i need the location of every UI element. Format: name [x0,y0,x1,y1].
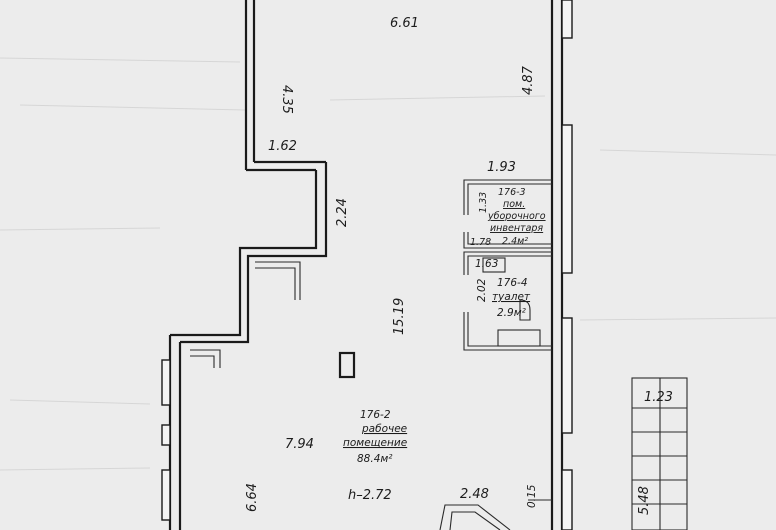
svg-text:176-2: 176-2 [360,409,391,421]
column [338,351,356,379]
svg-text:88.4м²: 88.4м² [357,453,393,465]
paper-texture [0,57,776,471]
dim-room-length: 15.19 [392,298,407,335]
dim-storage-height: 1.33 [478,192,489,213]
notch-wall [170,162,328,368]
stair [631,377,688,530]
lower-left-wall [161,335,182,530]
svg-text:рабочее: рабочее [361,423,407,435]
workroom-label: 176-2 рабочее помещение 88.4м² [343,409,407,465]
ceiling-height: h–2.72 [348,488,392,503]
dim-left-upper: 4.35 [279,85,294,114]
toilet-label: 176-4 туалет 2.9м² [492,277,531,319]
svg-text:176-4: 176-4 [497,277,528,289]
svg-text:пом.: пом. [503,199,525,210]
svg-text:2.9м²: 2.9м² [497,307,527,319]
dim-storage-width: 1.93 [487,160,516,175]
dim-room-width: 7.94 [285,437,314,452]
dim-top-width: 6.61 [390,16,419,31]
storage-partition [463,179,552,249]
svg-text:уборочного: уборочного [487,211,546,222]
svg-text:инвентаря: инвентаря [490,223,543,234]
dim-storage-small: 1.78 [470,237,491,248]
dim-toilet-width: 1.63 [475,258,498,270]
dim-toilet-height: 2.02 [476,278,488,302]
svg-text:помещение: помещение [343,437,407,449]
dim-offset-a: 1.62 [268,139,297,154]
dim-bottom-b: 0.15 [526,484,538,508]
svg-text:176-3: 176-3 [498,187,526,198]
dim-stair-width: 1.23 [644,390,673,405]
dim-bottom-a: 2.48 [460,487,489,502]
right-exterior-wall [550,0,573,530]
upper-left-wall [244,0,326,172]
svg-text:2.4м²: 2.4м² [502,236,528,247]
dim-left-lower: 6.64 [245,483,260,512]
bottom-partition [439,499,552,530]
dim-stair-length: 5.48 [637,486,652,515]
toilet-partition [463,251,552,351]
storage-room-label: 176-3 пом. уборочного инвентаря 2.4м² [487,187,546,247]
svg-text:туалет: туалет [492,291,531,303]
dim-right-upper: 4.87 [521,65,536,95]
dim-offset-b: 2.24 [335,198,350,227]
